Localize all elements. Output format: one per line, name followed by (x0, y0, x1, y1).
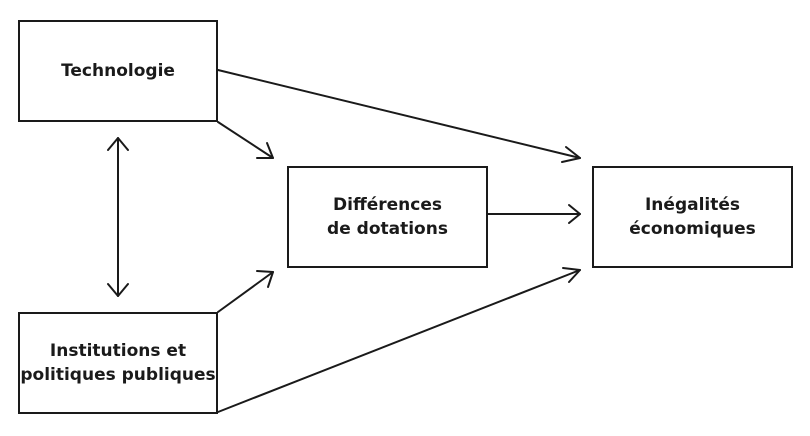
edge-technologie-differences (217, 121, 274, 159)
edge-institutions-differences (217, 270, 274, 313)
edge-institutions-inegalites (217, 267, 581, 413)
node-differences-label: Différences de dotations (327, 193, 448, 241)
node-differences-label-line-1: Différences (333, 195, 442, 215)
edge-technologie-institutions (107, 137, 129, 297)
node-differences-label-line-2: de dotations (327, 219, 448, 239)
node-technologie: Technologie (18, 20, 218, 122)
node-institutions-label-line-1: Institutions et (49, 341, 187, 361)
node-inegalites-label: Inégalités économiques (629, 193, 756, 241)
edge-technologie-inegalites (217, 69, 581, 163)
edge-differences-inegalites (487, 204, 581, 224)
node-inegalites-label-line-1: Inégalités (644, 195, 741, 215)
node-inegalites-label-line-2: économiques (629, 219, 756, 239)
node-technologie-label-line-1: Technologie (61, 61, 175, 81)
node-inegalites-economiques: Inégalités économiques (592, 166, 793, 268)
node-institutions-politiques-publiques: Institutions et politiques publiques (18, 312, 218, 414)
node-institutions-label-line-2: politiques publiques (20, 365, 216, 385)
node-technologie-label: Technologie (61, 59, 175, 83)
node-differences-de-dotations: Différences de dotations (287, 166, 488, 268)
node-institutions-label: Institutions et politiques publiques (20, 339, 215, 387)
